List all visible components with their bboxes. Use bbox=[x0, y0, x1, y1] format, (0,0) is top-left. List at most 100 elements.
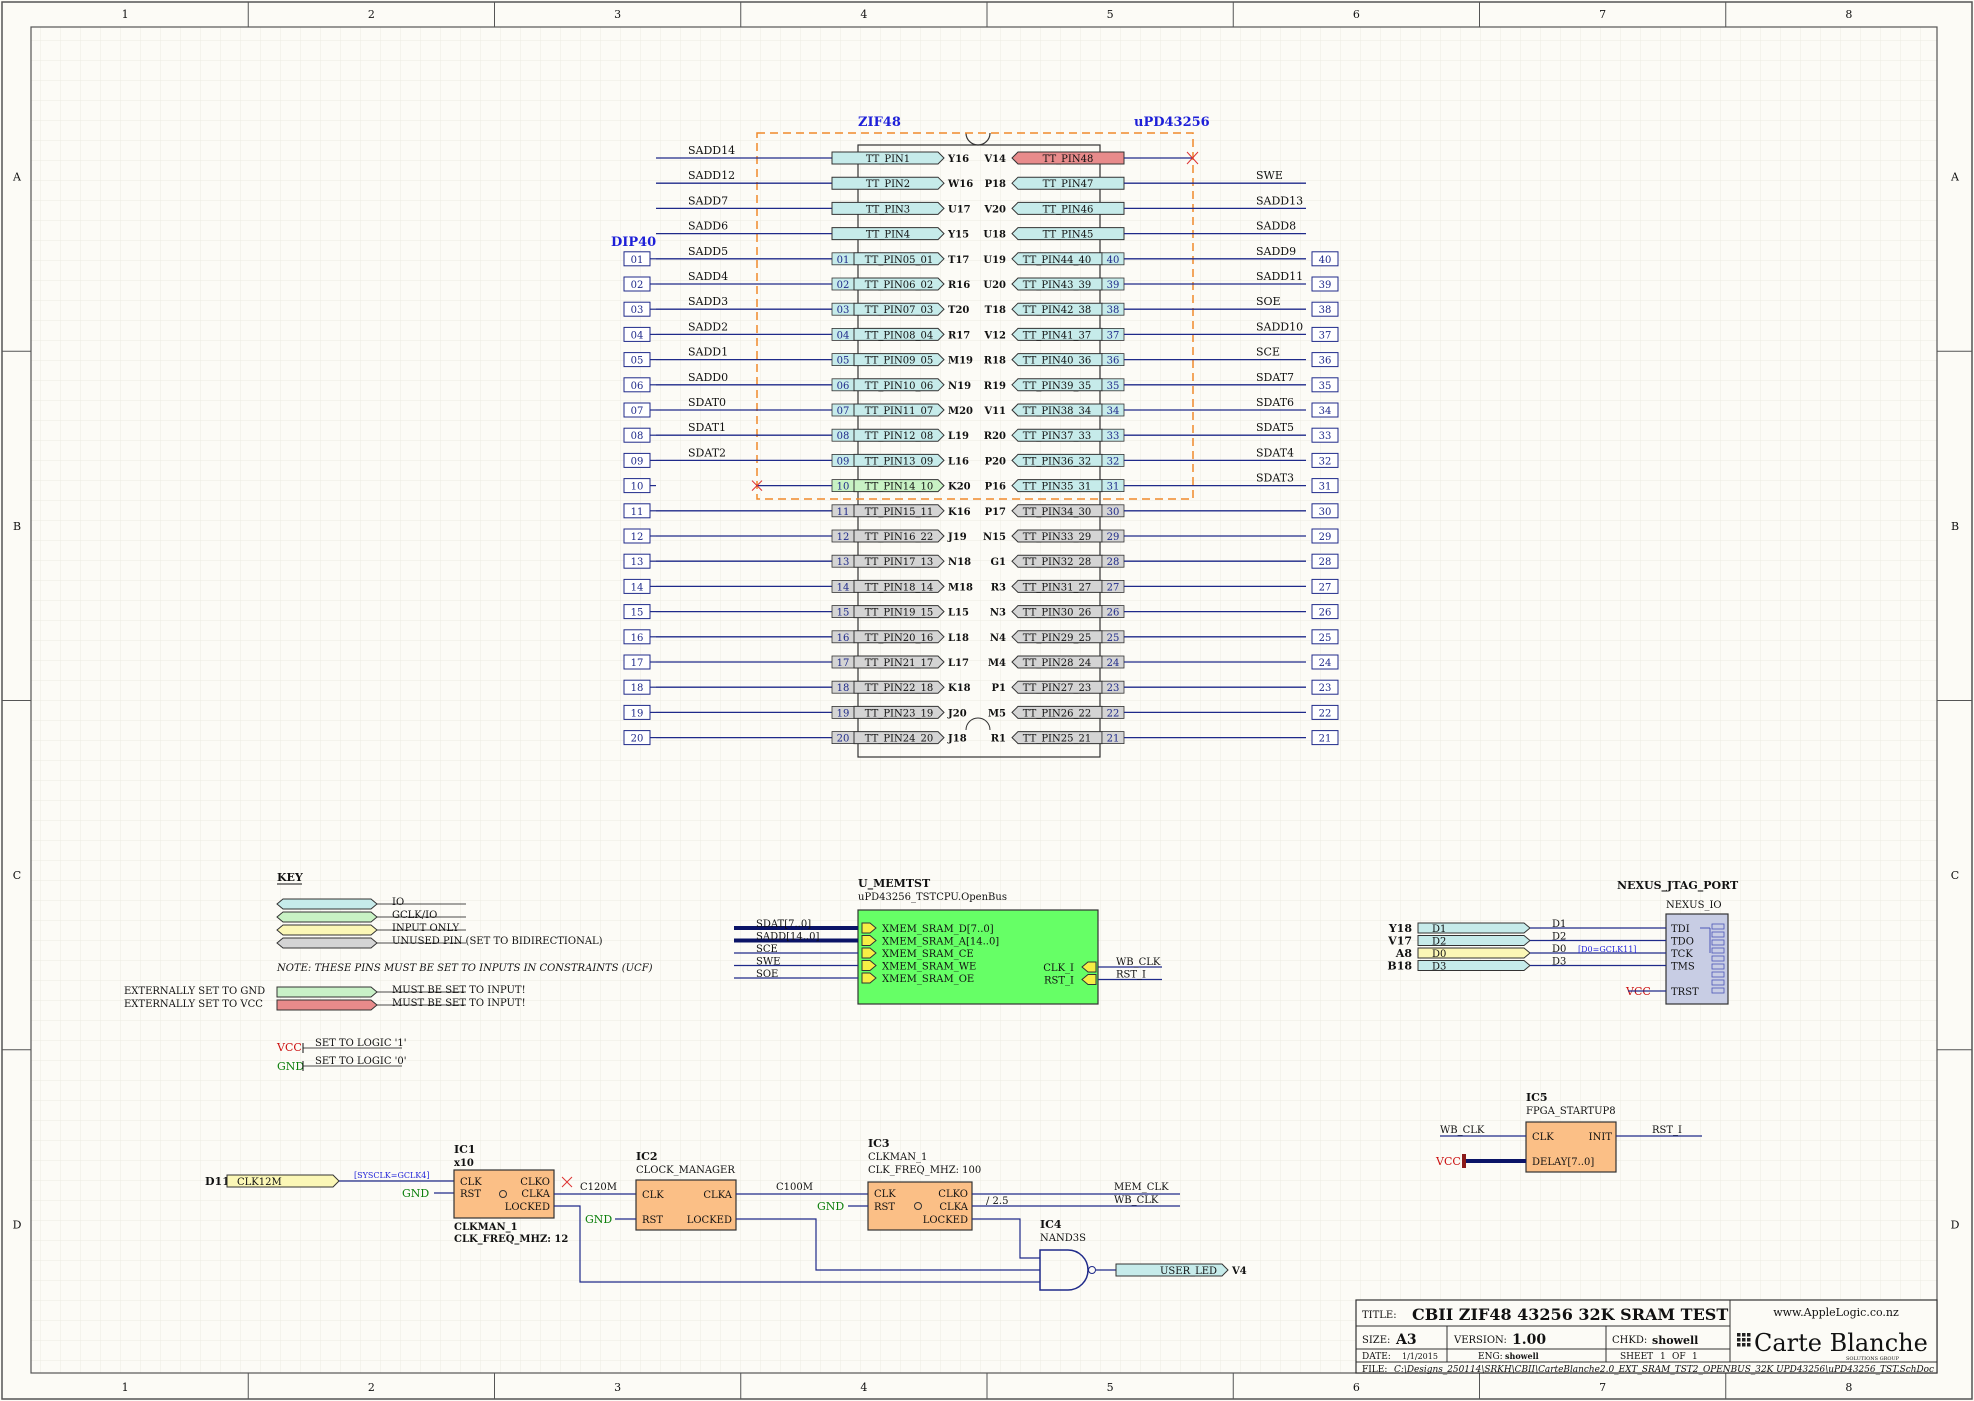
zif-port bbox=[1011, 151, 1125, 165]
dip-pin-number: 33 bbox=[1319, 431, 1332, 442]
dip-pin-box bbox=[1311, 251, 1339, 267]
zif-port-label: TT_PIN10_06 bbox=[865, 381, 933, 392]
key-swatch bbox=[276, 937, 378, 949]
vcc-symbol-label: VCC bbox=[276, 1041, 302, 1054]
logo-sub: SOLUTIONS GROUP bbox=[1846, 1356, 1900, 1362]
dip-pin-number: 17 bbox=[631, 658, 644, 669]
fpga-pin-label: G1 bbox=[991, 557, 1007, 568]
ic2-body bbox=[635, 1179, 737, 1231]
zif-port bbox=[1011, 353, 1103, 367]
zif-port bbox=[853, 453, 945, 467]
zif-port-label: TT_PIN24_20 bbox=[865, 734, 933, 745]
net-label: WB_CLK bbox=[1440, 1125, 1485, 1136]
chip-notch bbox=[965, 132, 991, 146]
jtag-pin-stub bbox=[1711, 931, 1725, 938]
date-label: DATE: bbox=[1362, 1352, 1391, 1362]
dip-pin-number: 09 bbox=[631, 456, 644, 467]
fpga-pin-label: L15 bbox=[948, 608, 969, 619]
jtag-port-label: D3 bbox=[1432, 962, 1446, 973]
zif-port bbox=[853, 655, 945, 669]
ic-name: CLKMAN_1 bbox=[454, 1222, 518, 1233]
zif-port bbox=[1011, 479, 1103, 493]
size-label: SIZE: bbox=[1362, 1335, 1390, 1346]
jtag-signal-label: TRST bbox=[1671, 987, 1699, 998]
dip-pin-number: 07 bbox=[631, 406, 644, 417]
ic-type: FPGA_STARTUP8 bbox=[1526, 1106, 1616, 1117]
memtst-pin-label: XMEM_SRAM_A[14..0] bbox=[882, 937, 999, 948]
memtst-type: uPD43256_TSTCPU.OpenBus bbox=[858, 892, 1007, 903]
jtag-signal-label: TDI bbox=[1671, 924, 1690, 935]
dip-port-number: 10 bbox=[837, 482, 850, 493]
jtag-ref: NEXUS_JTAG_PORT bbox=[1617, 879, 1739, 893]
border-col-label: 2 bbox=[368, 1381, 375, 1394]
zif-port-label: TT_PIN36_32 bbox=[1023, 456, 1091, 467]
memtst-pin-label: XMEM_SRAM_WE bbox=[882, 962, 976, 973]
dip-pin-number: 13 bbox=[631, 557, 644, 568]
memtst-pin bbox=[1081, 961, 1097, 973]
of-label: OF bbox=[1672, 1352, 1686, 1362]
fpga-pin-label: T17 bbox=[948, 255, 969, 266]
dip-port-number: 04 bbox=[837, 330, 850, 341]
dip-pin-box bbox=[1311, 326, 1339, 342]
memtst-net-label: SADD[14..0] bbox=[756, 932, 819, 943]
zif-port-label: TT_PIN40_36 bbox=[1023, 356, 1091, 367]
fpga-pin-label: P1 bbox=[992, 683, 1006, 694]
dip-pin-box bbox=[1311, 654, 1339, 670]
dip-pin-number: 37 bbox=[1319, 330, 1332, 341]
jtag-note: [D0=GCLK11] bbox=[1578, 945, 1636, 954]
fpga-pin-label: M19 bbox=[948, 356, 973, 367]
jtag-type: NEXUS_IO bbox=[1666, 900, 1722, 911]
title-label: TITLE: bbox=[1362, 1310, 1397, 1321]
dip-pin-number: 18 bbox=[631, 683, 644, 694]
zif-port bbox=[853, 504, 945, 518]
zif-port bbox=[1011, 504, 1103, 518]
jtag-pin-stub bbox=[1711, 947, 1725, 954]
jtag-port bbox=[1417, 935, 1531, 946]
dip-port-number: 06 bbox=[837, 381, 850, 392]
dip-pin-number: 29 bbox=[1319, 532, 1332, 543]
net-label: SWE bbox=[1256, 169, 1283, 182]
net-label: SADD11 bbox=[1256, 270, 1303, 283]
dip-pin-box bbox=[1311, 377, 1339, 393]
fpga-pin-label: K18 bbox=[948, 683, 971, 694]
fpga-pin-label: R19 bbox=[984, 381, 1006, 392]
memtst-pin-label: RST_I bbox=[1044, 976, 1074, 987]
dip-pin-number: 20 bbox=[631, 734, 644, 745]
fpga-pin-label: V14 bbox=[983, 154, 1006, 165]
zif-port-label: TT_PIN45 bbox=[1043, 230, 1094, 241]
net-label: SADD4 bbox=[688, 270, 728, 283]
fpga-pin-label: L19 bbox=[948, 431, 969, 442]
dip-pin-box bbox=[1311, 629, 1339, 645]
fpga-pin-label: V17 bbox=[1387, 935, 1412, 948]
dip-port-number: 13 bbox=[837, 557, 850, 568]
inverter-bubble bbox=[499, 1190, 507, 1198]
zif-port bbox=[1011, 428, 1103, 442]
net-label: SOE bbox=[1256, 295, 1281, 308]
net-label: SADD5 bbox=[688, 245, 728, 258]
dip-pin-box bbox=[1311, 276, 1339, 292]
ic-pin-label: LOCKED bbox=[923, 1215, 968, 1226]
memtst-body bbox=[857, 909, 1099, 1005]
gnd-label: GND bbox=[817, 1200, 844, 1213]
dip-port-number: 40 bbox=[1107, 255, 1120, 266]
jtag-pin-stub bbox=[1711, 923, 1725, 930]
no-connect-mark bbox=[1186, 151, 1199, 165]
dip-port-number: 12 bbox=[837, 532, 850, 543]
zif-port-label: TT_PIN26_22 bbox=[1023, 708, 1091, 719]
logo-dot bbox=[1747, 1338, 1751, 1342]
dip-port-number: 28 bbox=[1107, 557, 1120, 568]
zif-port-label: TT_PIN27_23 bbox=[1023, 683, 1091, 694]
border-col-label: 4 bbox=[860, 1381, 867, 1394]
zif-port-label: TT_PIN38_34 bbox=[1023, 406, 1091, 417]
border-col-label: 8 bbox=[1845, 1381, 1852, 1394]
